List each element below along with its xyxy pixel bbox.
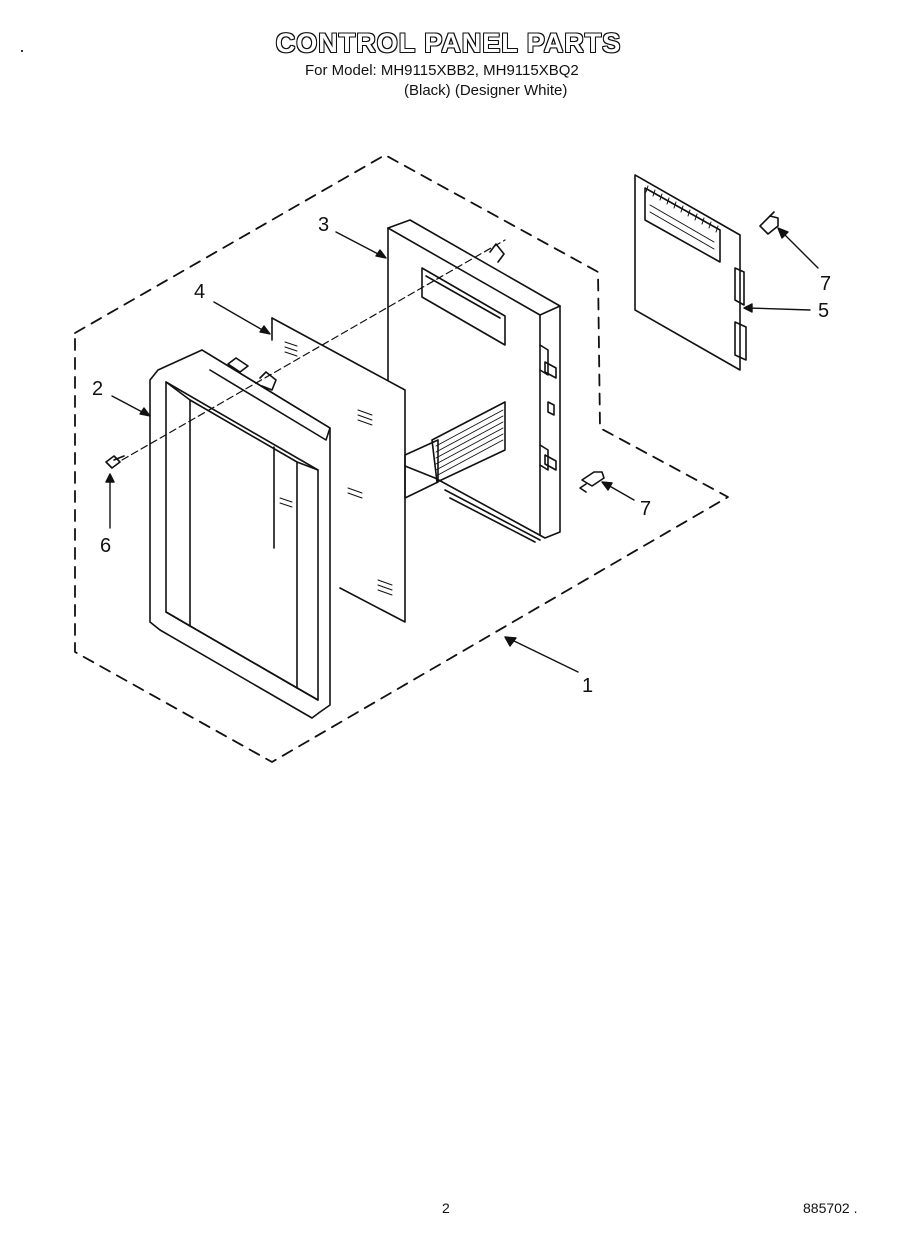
callout-3: 3 [318,214,329,236]
callout-2: 2 [92,378,103,400]
leader-3 [335,231,383,257]
leader-2 [111,395,147,415]
leader-lines [105,227,819,673]
board-connector-pins [645,185,719,250]
leader-7-upper [781,231,819,269]
alignment-line [121,239,506,461]
housing-vents [435,409,504,477]
screw-6 [105,455,125,469]
callout-4: 4 [194,281,205,303]
control-panel-frame [149,349,331,719]
leader-1 [511,639,579,673]
leader-5 [747,307,811,311]
callout-6: 6 [100,535,111,557]
control-housing [387,219,561,543]
callout-7-upper: 7 [820,273,831,295]
circuit-board [634,174,747,371]
assembly-boundary [74,154,729,763]
page-number: 2 [442,1200,450,1216]
callout-labels: 1 2 3 4 5 6 7 7 [92,214,831,697]
callout-7-lower: 7 [640,498,651,520]
screw-7-lower [579,471,605,493]
callout-1: 1 [582,675,593,697]
screw-7-upper [759,211,779,235]
model-line: For Model: MH9115XBB2, MH9115XBQ2 [305,62,579,79]
callout-5: 5 [818,300,829,322]
document-code: 885702 . [803,1200,858,1216]
membrane-overlay [271,317,406,623]
leader-4 [213,301,267,333]
speck-mark [21,50,23,52]
overlay-hatch [279,341,393,596]
page-title: CONTROL PANEL PARTS [275,28,622,58]
color-line: (Black) (Designer White) [404,82,568,99]
